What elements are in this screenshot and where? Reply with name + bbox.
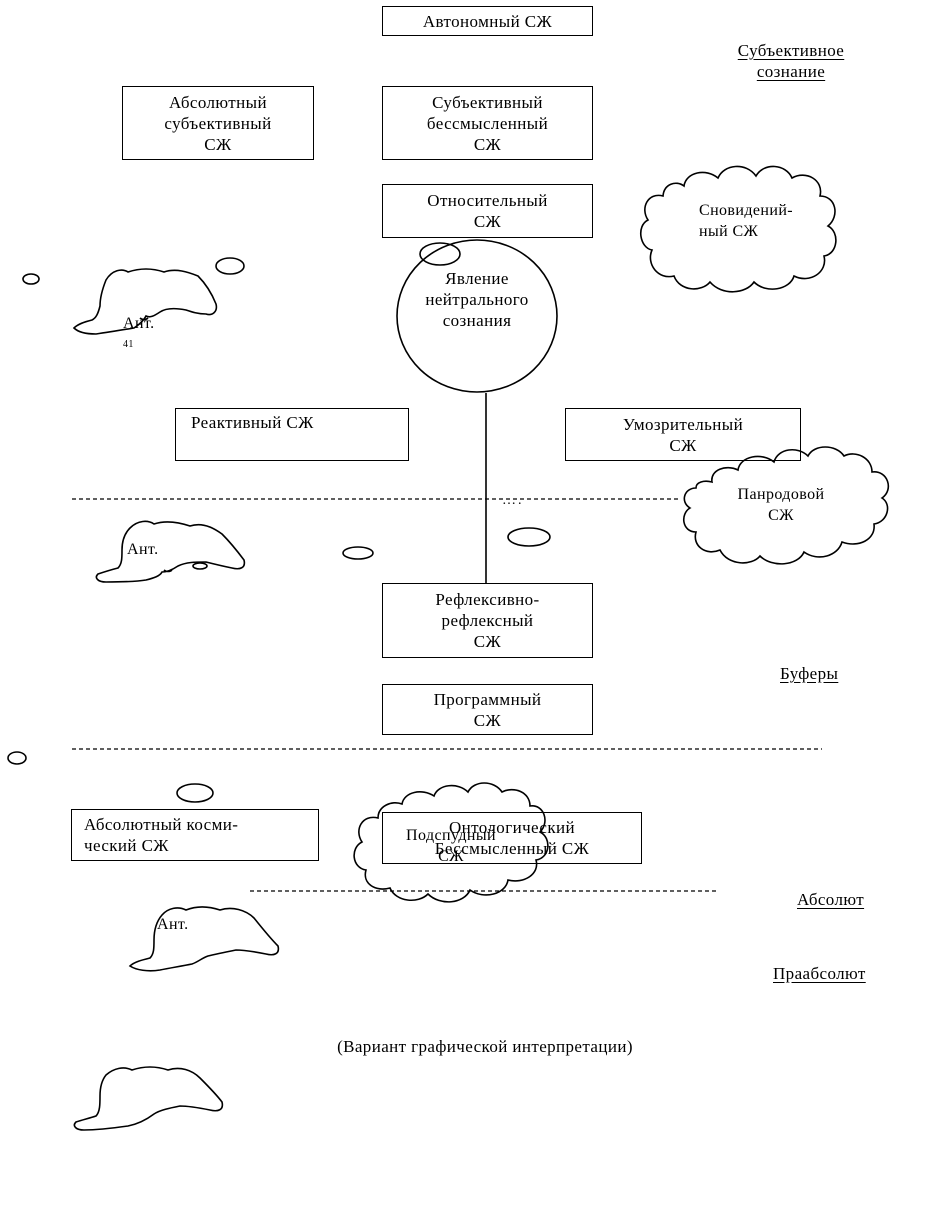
small-oval	[342, 546, 374, 560]
program-label: Программный СЖ	[433, 689, 542, 730]
small-oval	[419, 242, 461, 266]
ellipsis-dots: ….	[502, 493, 524, 508]
ant-label-1: Ант. 41	[123, 292, 155, 359]
ontological-box: Онтологический Бессмысленный СЖ	[382, 812, 642, 864]
small-oval	[192, 562, 208, 570]
ant-blob-2	[95, 520, 246, 583]
reflexive-box: Рефлексивно- рефлексный СЖ	[382, 583, 593, 658]
neutral-consciousness-label: Явление нейтрального сознания	[425, 269, 529, 330]
relative-box: Относительный СЖ	[382, 184, 593, 238]
absolute-subjective-label: Абсолютный субъективный СЖ	[164, 92, 272, 154]
ant-label-2: Ант.	[127, 541, 159, 558]
level-subjective-consciousness: Субъективное сознание	[737, 41, 845, 81]
footnote-marker: 41	[123, 339, 134, 350]
subjective-meaningless-box: Субъективный бессмысленный СЖ	[382, 86, 593, 160]
small-oval	[215, 257, 245, 275]
autonomous-label: Автономный СЖ	[422, 11, 553, 31]
absolute-cosmic-box: Абсолютный косми- ческий СЖ	[71, 809, 319, 861]
speculative-label: Умозрительный СЖ	[622, 414, 744, 455]
ant-blob-1	[72, 268, 218, 335]
speculative-box: Умозрительный СЖ	[565, 408, 801, 461]
panrod-cloud-label: Панродовой СЖ	[737, 486, 825, 524]
absolute-cosmic-label: Абсолютный косми- ческий СЖ	[84, 815, 239, 855]
small-oval	[176, 783, 214, 803]
panrod-cloud	[683, 446, 890, 565]
ontological-label: Онтологический Бессмысленный СЖ	[434, 818, 590, 858]
reactive-label: Реактивный СЖ	[191, 413, 314, 432]
subjective-meaningless-label: Субъективный бессмысленный СЖ	[426, 92, 549, 154]
level-pre-absolute: Праабсолют	[773, 964, 866, 983]
subsurface-cloud-label: Подспудный СЖ	[406, 827, 496, 865]
ant-blob-4	[73, 1066, 224, 1131]
subsurface-cloud	[353, 782, 549, 903]
program-box: Программный СЖ	[382, 684, 593, 735]
dream-cloud	[640, 165, 837, 293]
small-oval	[7, 751, 27, 765]
reflexive-label: Рефлексивно- рефлексный СЖ	[435, 590, 540, 651]
level-absolute: Абсолют	[797, 890, 865, 909]
ant-label-3: Ант.	[157, 916, 189, 933]
level-buffers: Буферы	[780, 664, 839, 683]
relative-label: Относительный СЖ	[427, 191, 548, 231]
ant-blob-3	[128, 906, 280, 972]
dream-cloud-label: Сновидений- ный СЖ	[699, 202, 794, 240]
reactive-box: Реактивный СЖ	[175, 408, 409, 461]
neutral-consciousness-circle	[396, 239, 558, 393]
absolute-subjective-box: Абсолютный субъективный СЖ	[122, 86, 314, 160]
small-oval	[507, 527, 551, 547]
autonomous-box: Автономный СЖ	[382, 6, 593, 36]
small-oval	[22, 273, 40, 285]
ant-label-1-text: Ант.	[123, 315, 155, 332]
caption: (Вариант графической интерпретации)	[337, 1037, 633, 1056]
